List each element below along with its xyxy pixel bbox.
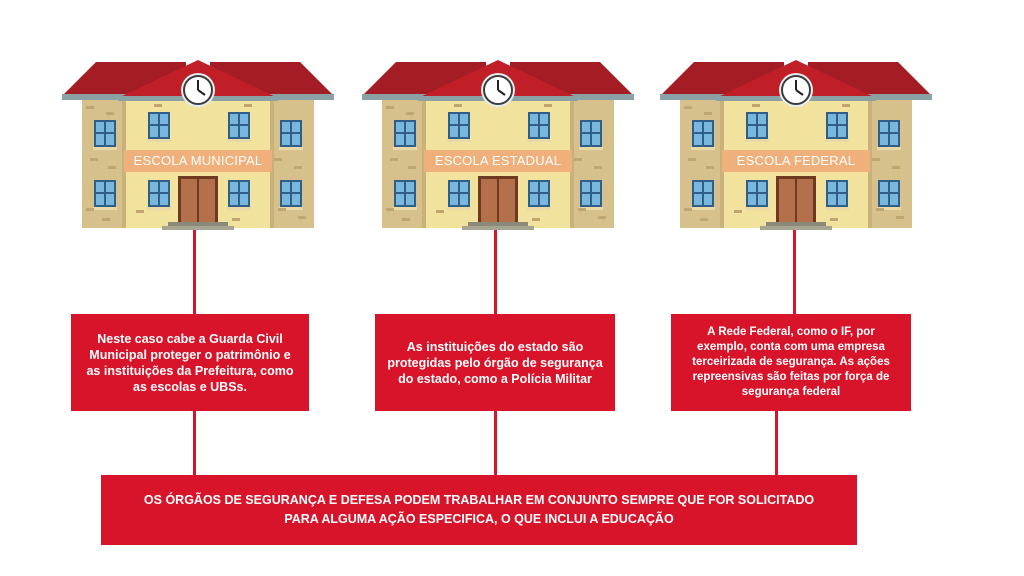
connector-line-municipal-top: [193, 228, 196, 314]
info-text-federal: A Rede Federal, como o IF, por exemplo, …: [681, 325, 901, 400]
connector-line-federal-bottom: [775, 410, 778, 476]
building-label-federal: ESCOLA FEDERAL: [660, 150, 932, 172]
info-text-municipal: Neste caso cabe a Guarda Civil Municipal…: [83, 331, 297, 395]
window-icon: [825, 180, 849, 210]
window-icon: [527, 112, 551, 142]
window-icon: [227, 112, 251, 142]
window-icon: [691, 120, 715, 150]
window-icon: [527, 180, 551, 210]
connector-line-estadual-top: [494, 228, 497, 314]
school-building-municipal: ESCOLA MUNICIPAL: [62, 58, 334, 230]
connector-line-municipal-bottom: [193, 410, 196, 476]
school-building-estadual: ESCOLA ESTADUAL: [362, 58, 634, 230]
window-icon: [579, 180, 603, 210]
window-icon: [147, 112, 171, 142]
window-icon: [93, 180, 117, 210]
door-steps: [468, 222, 528, 226]
window-icon: [227, 180, 251, 210]
window-icon: [691, 180, 715, 210]
connector-line-estadual-bottom: [494, 410, 497, 476]
window-icon: [877, 180, 901, 210]
building-label-estadual: ESCOLA ESTADUAL: [362, 150, 634, 172]
window-icon: [745, 180, 769, 210]
door-steps: [168, 222, 228, 226]
info-box-municipal: Neste caso cabe a Guarda Civil Municipal…: [71, 314, 309, 411]
clock-icon: [779, 73, 813, 107]
door-steps: [766, 222, 826, 226]
summary-box: OS ÓRGÃOS DE SEGURANÇA E DEFESA PODEM TR…: [101, 475, 857, 545]
school-building-icon: [660, 58, 932, 230]
window-icon: [877, 120, 901, 150]
school-building-icon: [62, 58, 334, 230]
window-icon: [447, 112, 471, 142]
info-text-estadual: As instituições do estado são protegidas…: [383, 339, 607, 387]
info-box-federal: A Rede Federal, como o IF, por exemplo, …: [671, 314, 911, 411]
window-icon: [279, 180, 303, 210]
info-box-estadual: As instituições do estado são protegidas…: [375, 314, 615, 411]
window-icon: [147, 180, 171, 210]
window-icon: [745, 112, 769, 142]
school-building-icon: [362, 58, 634, 230]
door-icon: [178, 176, 218, 222]
school-building-federal: ESCOLA FEDERAL: [660, 58, 932, 230]
door-icon: [478, 176, 518, 222]
window-icon: [825, 112, 849, 142]
window-icon: [93, 120, 117, 150]
summary-text: OS ÓRGÃOS DE SEGURANÇA E DEFESA PODEM TR…: [141, 491, 817, 529]
window-icon: [279, 120, 303, 150]
clock-icon: [481, 73, 515, 107]
window-icon: [579, 120, 603, 150]
window-icon: [393, 180, 417, 210]
connector-line-federal-top: [793, 228, 796, 314]
door-icon: [776, 176, 816, 222]
building-label-municipal: ESCOLA MUNICIPAL: [62, 150, 334, 172]
clock-icon: [181, 73, 215, 107]
window-icon: [393, 120, 417, 150]
window-icon: [447, 180, 471, 210]
